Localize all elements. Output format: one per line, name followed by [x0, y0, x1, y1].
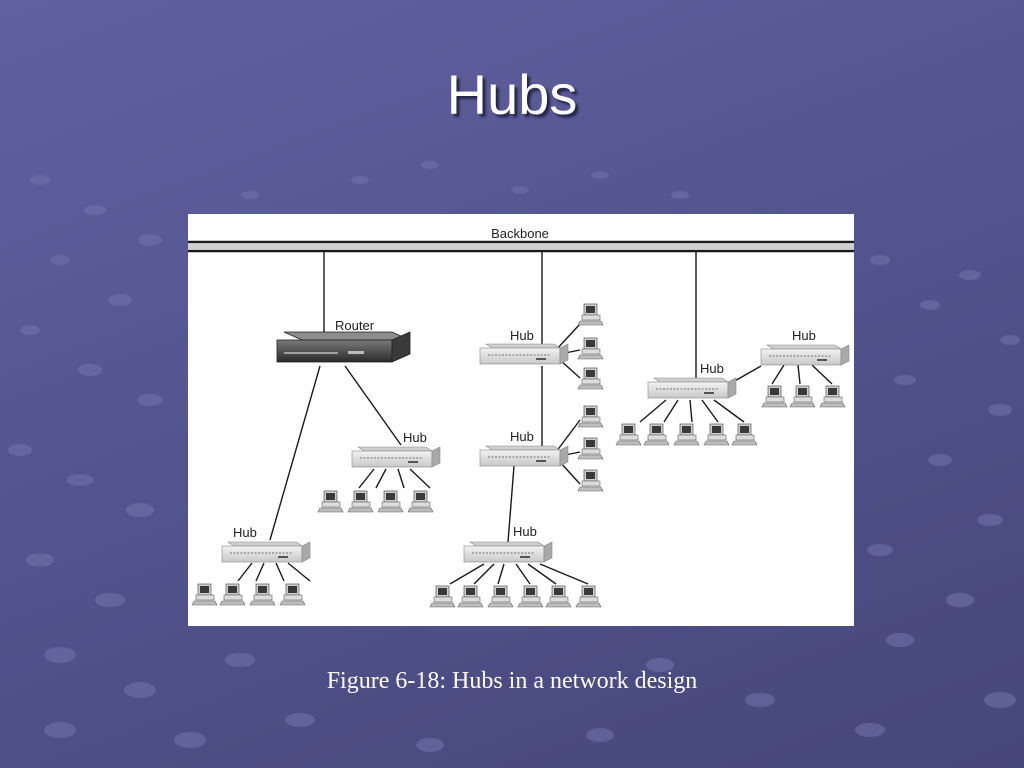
slide-title: Hubs — [446, 63, 578, 126]
connection-lines — [237, 252, 833, 585]
hub-icon — [463, 541, 553, 563]
hub-icon — [760, 344, 850, 366]
hub-icon — [479, 445, 569, 467]
hub-label: Hub — [233, 525, 257, 540]
router-icon — [276, 331, 411, 363]
computer-icon — [317, 490, 344, 513]
computer-icon — [219, 583, 246, 606]
hub-label: Hub — [403, 430, 427, 445]
computer-icon — [577, 437, 604, 460]
computer-icon — [377, 490, 404, 513]
computer-icon — [643, 423, 670, 446]
computer-icon — [487, 585, 514, 608]
computer-icon — [703, 423, 730, 446]
computer-icon — [761, 385, 788, 408]
computer-icon — [577, 469, 604, 492]
router-label: Router — [335, 318, 375, 333]
figure-caption: Figure 6-18: Hubs in a network design — [326, 668, 698, 694]
hub-label: Hub — [510, 429, 534, 444]
computer-icon — [615, 423, 642, 446]
backbone-label: Backbone — [491, 226, 549, 241]
computer-icon — [279, 583, 306, 606]
computer-icon — [429, 585, 456, 608]
hub-icon — [221, 541, 311, 563]
computer-icon — [517, 585, 544, 608]
hub-icon — [479, 343, 569, 365]
computer-icon — [789, 385, 816, 408]
computer-icon — [673, 423, 700, 446]
computer-icon — [577, 367, 604, 390]
computer-icon — [577, 303, 604, 326]
network-diagram: Backbone — [188, 226, 854, 608]
hub-label: Hub — [792, 328, 816, 343]
computer-icon — [545, 585, 572, 608]
computer-icon — [249, 583, 276, 606]
computer-icon — [457, 585, 484, 608]
computer-icon — [819, 385, 846, 408]
hub-label: Hub — [513, 524, 537, 539]
computer-icon — [731, 423, 758, 446]
backbone — [188, 240, 854, 253]
computer-icon — [191, 583, 218, 606]
network-diagram-figure: Backbone — [188, 214, 854, 626]
hub-label: Hub — [510, 328, 534, 343]
hub-label: Hub — [700, 361, 724, 376]
computer-icon — [577, 337, 604, 360]
computer-icon — [577, 405, 604, 428]
computer-icon — [407, 490, 434, 513]
hub-icon — [647, 377, 737, 399]
hub-icon — [351, 446, 441, 468]
computer-icon — [347, 490, 374, 513]
computer-icon — [575, 585, 602, 608]
